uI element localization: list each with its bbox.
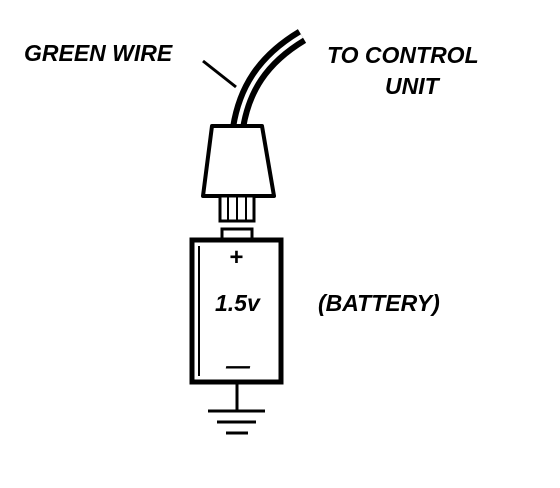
negative-terminal-label: — xyxy=(225,353,251,380)
to-control-unit-label-line1: TO CONTROL xyxy=(327,42,479,68)
ground-symbol-icon xyxy=(208,384,265,435)
positive-terminal-label: + xyxy=(229,244,243,271)
to-control-unit-label-line2: UNIT xyxy=(385,73,441,99)
green-wire xyxy=(230,29,307,130)
green-wire-label: GREEN WIRE xyxy=(24,40,173,66)
connector-plug-icon xyxy=(201,124,276,223)
voltage-label: 1.5v xyxy=(215,290,261,316)
battery-icon xyxy=(189,227,284,385)
battery-label: (BATTERY) xyxy=(318,290,440,316)
green-wire-leader xyxy=(202,59,237,89)
